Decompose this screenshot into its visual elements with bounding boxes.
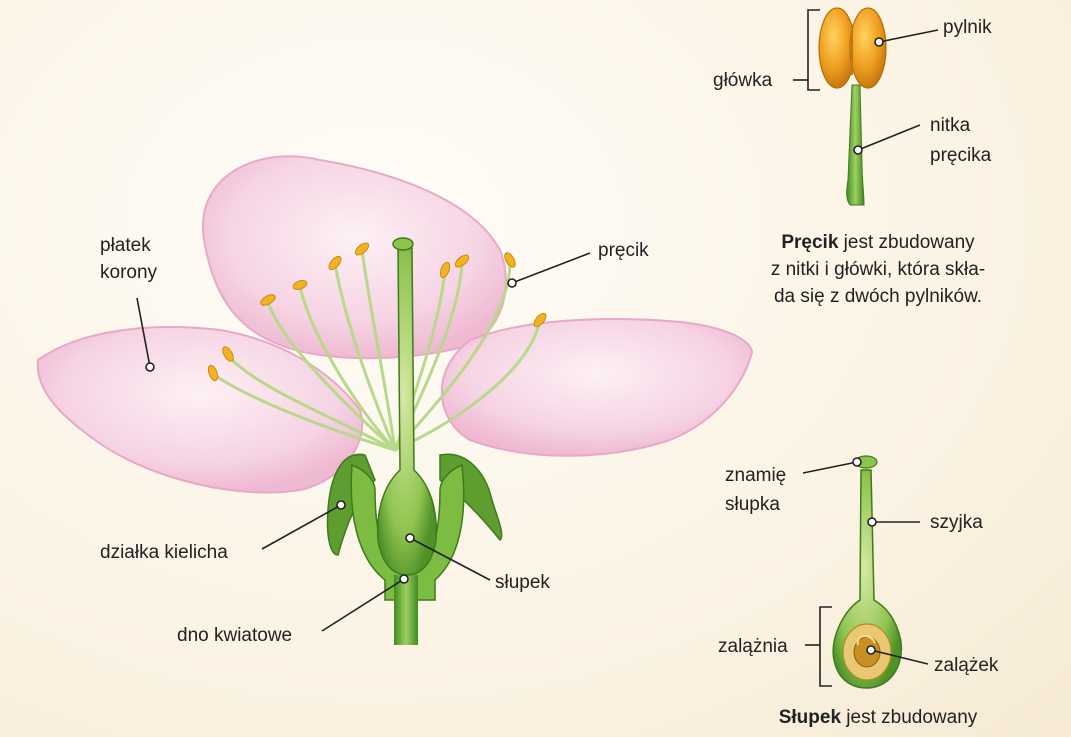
label-head: główka: [713, 70, 773, 91]
label-style: szyjka: [930, 512, 983, 533]
caption-pistil-line1: Słupek jest zbudowany: [748, 705, 1008, 730]
label-anther: pylnik: [943, 17, 992, 38]
receptacle: [350, 463, 465, 601]
caption-stamen-line2: z nitki i główki, która skła-: [770, 259, 986, 280]
pistil-detail: [832, 455, 902, 689]
label-pistil: słupek: [495, 572, 550, 593]
petal-right: [440, 318, 754, 457]
label-stigma-line2: słupka: [725, 494, 780, 515]
label-receptacle: dno kwiatowe: [177, 625, 293, 646]
label-stamen: pręcik: [598, 240, 649, 261]
label-filament-line2: pręcika: [930, 145, 992, 166]
pistil-main: [376, 237, 438, 576]
leader-dots: [145, 37, 884, 655]
label-sepal: działka kielicha: [100, 542, 228, 563]
caption-stamen-line1: Pręcik jest zbudowany: [748, 230, 1008, 255]
label-petal-line1: płatek: [100, 235, 151, 256]
caption-stamen-line3: da się z dwóch pylników.: [773, 286, 983, 307]
leader-lines: [136, 9, 939, 687]
label-stigma-line1: znamię: [725, 465, 787, 486]
caption-stamen-bold: Pręcik: [781, 232, 839, 253]
label-petal-line2: korony: [100, 262, 158, 283]
label-ovary: zalążnia: [718, 636, 788, 657]
caption-stamen-rest: jest zbudowany: [838, 232, 975, 253]
stem: [394, 575, 418, 645]
label-filament-line1: nitka: [930, 115, 971, 136]
stamen-anthers: [207, 242, 547, 382]
caption-pistil-rest: jest zbudowany: [841, 707, 978, 728]
petal-left: [36, 326, 364, 494]
caption-pistil-bold: Słupek: [778, 707, 842, 728]
stamen-detail: [818, 7, 887, 206]
label-ovule: zalążek: [934, 655, 999, 676]
